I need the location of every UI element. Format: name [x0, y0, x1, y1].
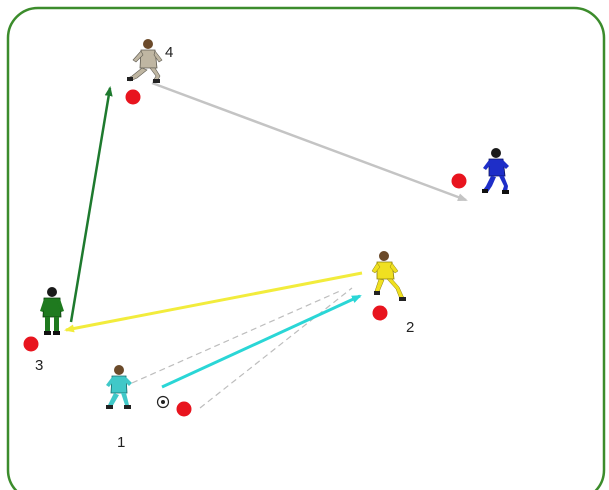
field-border [6, 6, 606, 490]
player-3-label: 3 [35, 357, 43, 374]
player-2-label: 2 [406, 319, 414, 336]
pass-arrow-4-to-blue [151, 81, 468, 202]
run-lines [131, 287, 353, 409]
cone-blue [451, 173, 467, 189]
running-player-icon [106, 365, 132, 409]
cone-1 [176, 401, 192, 417]
player-blue [482, 148, 509, 194]
player-3 [40, 287, 64, 335]
pass-arrow-2-to-3 [64, 271, 363, 333]
running-player-icon [482, 148, 509, 194]
standing-player-icon [40, 287, 64, 335]
pass-arrow-1-to-2 [161, 294, 362, 389]
run-line-lower [199, 287, 353, 409]
soccer-ball-icon [156, 395, 170, 409]
player-4 [127, 39, 163, 83]
cone-2 [372, 305, 388, 321]
player-1 [106, 365, 132, 409]
cone-3 [23, 336, 39, 352]
run-line-upper [131, 290, 341, 384]
cone-4 [125, 89, 141, 105]
player-1-label: 1 [117, 434, 125, 451]
cones [23, 89, 467, 417]
player-4-label: 4 [165, 44, 173, 61]
pass-arrow-3-to-4 [69, 86, 113, 323]
player-2 [371, 251, 406, 301]
dribbling-player-icon [371, 251, 406, 301]
running-player-icon [127, 39, 163, 83]
